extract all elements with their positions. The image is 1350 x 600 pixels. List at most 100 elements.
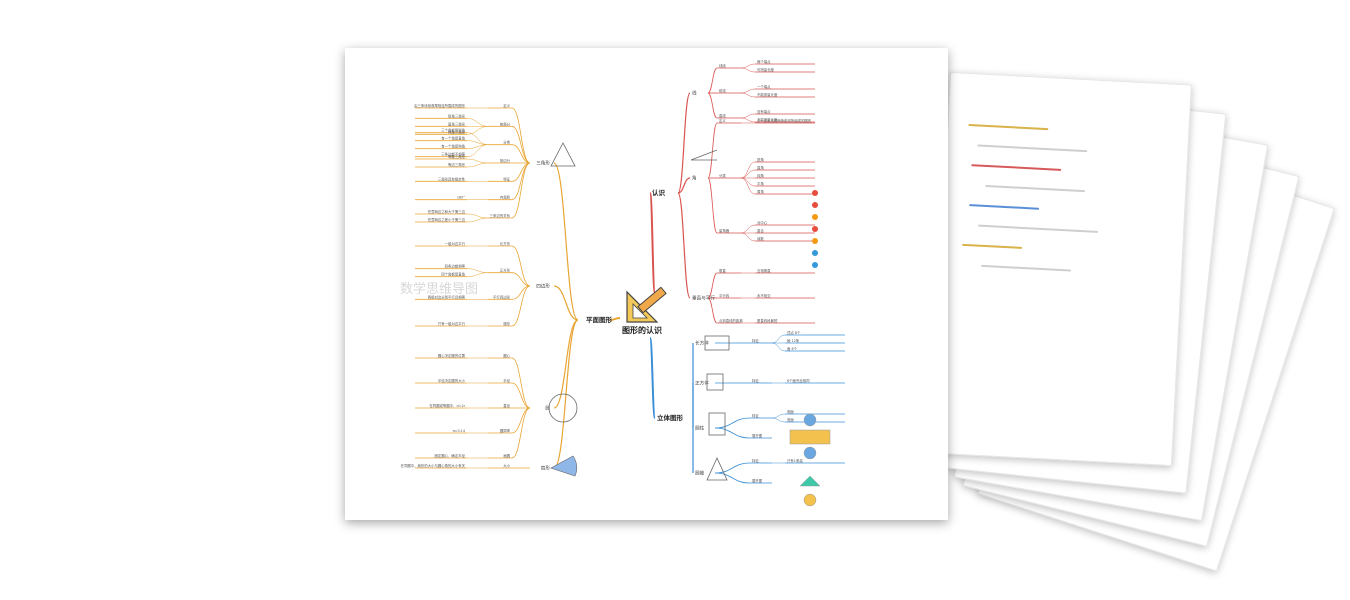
sub-label-recognize: 垂直 — [719, 268, 726, 273]
leaf-label-plane: 一组对边平行 — [445, 241, 466, 246]
leaf-label-plane: 锐角三角形 — [448, 113, 466, 118]
sub-label-solid: 展开图 — [752, 478, 763, 483]
leaf-label-recognize: 锐角 — [757, 157, 764, 162]
sub-label-solid: 特征 — [752, 338, 759, 343]
leaf-label-plane: 任意两边之和大于第三边 — [428, 209, 466, 214]
sheet-text-line — [985, 184, 1086, 193]
leaf-label-recognize: 可测量长度 — [757, 67, 775, 72]
leaf-label-recognize: 对中心 — [757, 220, 768, 225]
group-label-solid: 圆锥 — [695, 470, 705, 477]
leaf-edge-recognize — [740, 224, 756, 234]
sub-edge-solid — [714, 472, 751, 484]
cylinder-sketch — [708, 412, 726, 436]
leaf-label-plane: 两组对边分别平行且相等 — [428, 294, 466, 299]
leaf-edge-plane — [466, 118, 489, 127]
angle-sketch — [690, 149, 718, 161]
group-edge-plane — [553, 162, 579, 321]
leaf-label-solid: 棱 12条 — [787, 338, 800, 343]
leaf-edge-recognize — [740, 63, 756, 69]
sub-label-plane: 定义 — [503, 103, 510, 108]
sub-edge-plane — [511, 162, 531, 219]
leaf-label-plane: 有一个角是钝角 — [441, 144, 465, 149]
leaf-edge-recognize — [740, 92, 756, 98]
leaf-edge-recognize — [740, 117, 756, 123]
branch-edge-plane — [609, 317, 621, 321]
leaf-label-plane: 任意两边之差小于第三边 — [428, 217, 466, 222]
circle-sketch — [548, 393, 578, 423]
cone-sketch — [706, 457, 728, 481]
root-title: 图形的认识 — [622, 325, 662, 335]
leaf-edge-plane — [466, 272, 489, 277]
mindmap-edges — [415, 63, 845, 484]
sub-label-solid: 特征 — [752, 413, 759, 418]
sub-edge-solid — [714, 427, 751, 439]
sub-edge-plane — [511, 125, 531, 164]
group-edge-recognize — [677, 92, 691, 194]
sub-label-plane: 圆周率 — [500, 428, 511, 433]
sub-label-recognize: 平行线 — [719, 293, 730, 298]
sub-label-plane: 分类 — [503, 140, 510, 145]
group-label-solid: 长方体 — [695, 340, 709, 347]
leaf-label-plane: 在同圆或等圆中，d=2r — [429, 403, 465, 408]
leaf-label-solid: 面 6个 — [787, 346, 798, 351]
cube-sketch — [706, 373, 724, 391]
leaf-label-plane: 圆心决定圆的位置 — [438, 353, 466, 358]
leaf-label-plane: 三条边都不相等 — [441, 152, 465, 157]
sub-label-plane: 长方形 — [500, 241, 511, 246]
leaf-edge-plane — [466, 158, 489, 164]
sub-label-recognize: 定义 — [719, 118, 726, 123]
sub-label-recognize: 点到直线的距离 — [719, 318, 743, 323]
ruler-triangle-icon — [626, 286, 667, 323]
branch-label-recognize: 认识 — [652, 188, 666, 197]
step-marker — [812, 238, 818, 244]
leaf-label-plane: 四个角都是直角 — [441, 272, 465, 277]
sub-edge-plane — [511, 285, 531, 327]
sub-label-solid: 展开图 — [752, 433, 763, 438]
leaf-label-recognize: 周角 — [757, 189, 764, 194]
cone-base-sketch — [803, 493, 817, 507]
sub-edge-recognize — [707, 177, 718, 234]
sub-edge-recognize — [707, 297, 718, 324]
leaf-edge-recognize — [740, 169, 756, 179]
branch-edge-solid — [649, 337, 656, 419]
leaf-label-recognize: 平角 — [757, 181, 764, 186]
leaf-label-plane: 三个角都是锐角 — [441, 128, 465, 133]
leaf-edge-plane — [466, 126, 489, 135]
leaf-edge-recognize — [740, 88, 756, 94]
leaf-label-plane: 等腰三角形 — [448, 154, 466, 159]
sub-edge-recognize — [707, 92, 718, 119]
stack-sheet-5 — [930, 71, 1192, 467]
sub-label-plane: 梯形 — [503, 321, 510, 326]
leaf-label-recognize: 读数 — [757, 236, 764, 241]
leaf-label-recognize: 钝角 — [757, 173, 764, 178]
sub-label-recognize: 量角器 — [719, 228, 730, 233]
net-circle-sketch — [803, 413, 817, 427]
leaf-edge-recognize — [740, 232, 756, 242]
net-circle-sketch — [803, 446, 817, 460]
sheet-text-line — [962, 243, 1023, 249]
step-marker — [812, 190, 818, 196]
leaf-label-recognize: 两个端点 — [757, 59, 771, 64]
group-label-plane: 四边形 — [536, 283, 550, 290]
leaf-label-recognize: 直角 — [757, 165, 764, 170]
leaf-label-solid: 侧面 — [787, 409, 794, 414]
leaf-edge-plane — [466, 144, 489, 157]
leaf-label-solid: 只有1条高 — [787, 458, 803, 463]
leaf-label-plane: 由三条线段首尾相连所围成的图形 — [414, 103, 465, 108]
leaf-label-recognize: 不能测量长度 — [757, 117, 778, 122]
leaf-edge-plane — [466, 162, 489, 168]
net-rect-sketch — [789, 429, 831, 445]
sheet-text-line — [978, 224, 1099, 233]
sub-edge-recognize — [707, 272, 718, 299]
root-node: 图形的认识 — [622, 286, 667, 335]
sub-label-plane: 按边分 — [500, 158, 511, 163]
sheet-text-line — [977, 144, 1088, 153]
leaf-label-recognize: 互相垂直 — [757, 268, 771, 273]
sub-label-plane: 平行四边形 — [493, 294, 511, 299]
leaf-label-plane: 有一个角是直角 — [441, 136, 465, 141]
sub-label-recognize: 分类 — [719, 173, 726, 178]
sub-label-recognize: 射线 — [719, 88, 726, 93]
leaf-edge-solid — [771, 413, 786, 419]
leaf-edge-solid — [771, 417, 786, 423]
leaf-label-plane: 半径决定圆的大小 — [438, 378, 466, 383]
